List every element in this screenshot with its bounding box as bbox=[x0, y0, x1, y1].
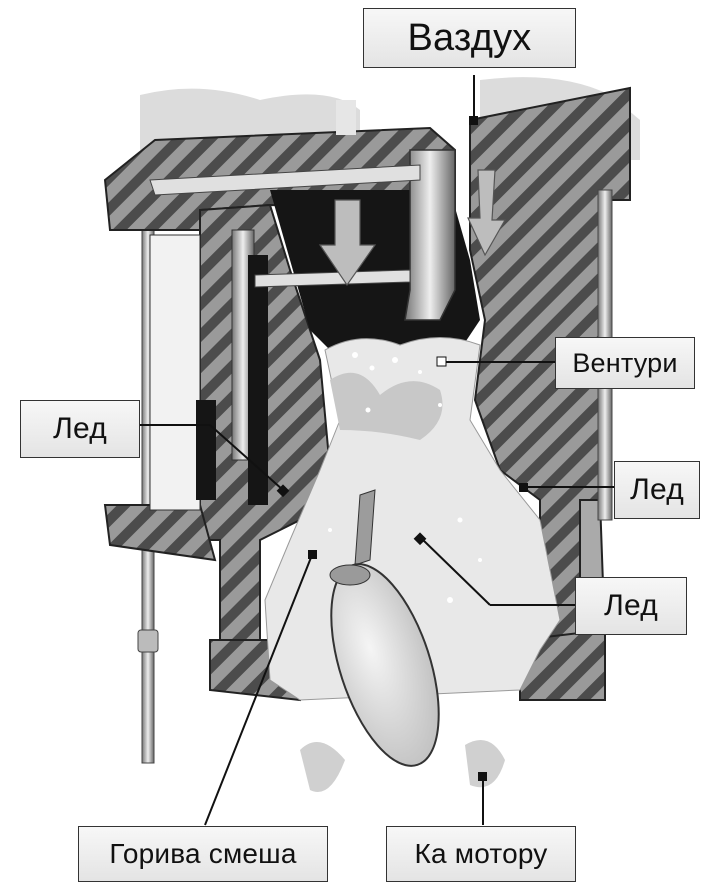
label-ice-right-upper: Лед bbox=[614, 461, 700, 519]
label-fuel-mixture: Горива смеша bbox=[78, 826, 328, 882]
label-venturi: Вентури bbox=[555, 337, 695, 389]
label-air: Ваздух bbox=[363, 8, 576, 68]
label-to-engine: Ка мотору bbox=[386, 826, 576, 882]
label-ice-left: Лед bbox=[20, 400, 140, 458]
label-ice-right-lower: Лед bbox=[575, 577, 687, 635]
